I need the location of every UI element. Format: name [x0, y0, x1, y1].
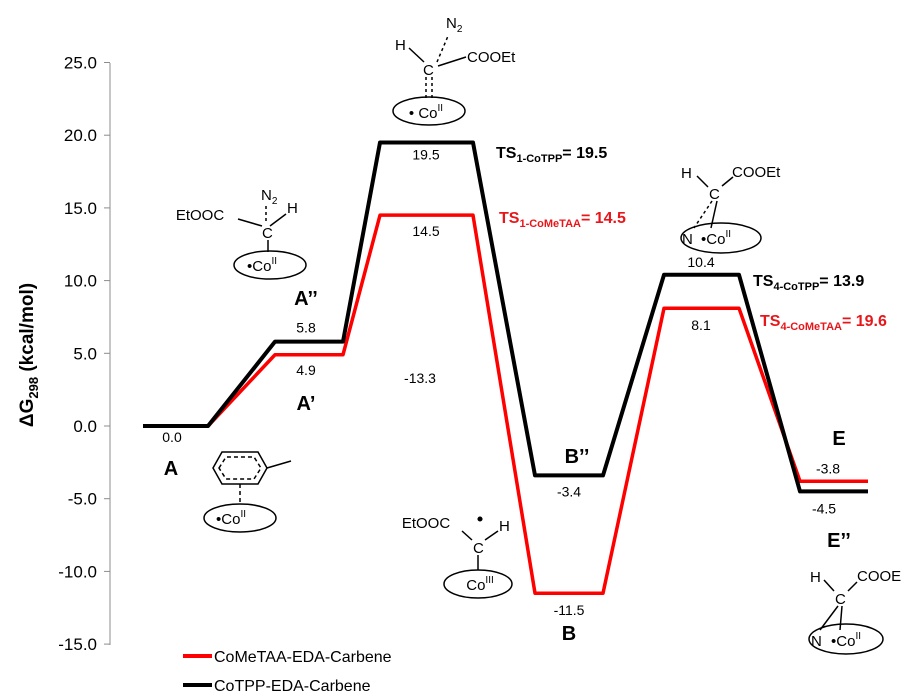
structure-b-ester: EtOOC	[402, 515, 451, 532]
series-line-0	[143, 213, 868, 595]
y-tick-label: 25.0	[64, 54, 97, 73]
structure-b	[443, 516, 513, 599]
structure-a	[203, 451, 292, 533]
structure-ts1	[392, 35, 467, 126]
y-tick-label: 10.0	[64, 272, 97, 291]
structure-ts1-n2: N2	[446, 15, 463, 35]
state-label-e: E	[832, 428, 845, 450]
structure-e-h: H	[810, 569, 821, 586]
value-label-s0-4: 8.1	[691, 317, 711, 333]
y-axis: 25.0 20.0 15.0 10.0 5.0 0.0 -5.0 -10.0 -15.0	[58, 54, 111, 654]
value-label-s0-2: 14.5	[412, 223, 439, 239]
structure-b-co: CoIII	[466, 575, 494, 594]
y-tick-label: -10.0	[58, 562, 97, 581]
structure-e-n: N	[811, 633, 822, 650]
series-line-1	[143, 140, 868, 494]
legend-label-cometaa: CoMeTAA-EDA-Carbene	[214, 649, 392, 666]
structure-ts4-c: C	[709, 186, 720, 203]
y-tick-label: 5.0	[73, 344, 97, 363]
y-tick-label: 20.0	[64, 126, 97, 145]
state-label-b-dprime: B’’	[565, 446, 590, 468]
structure-ts1-h: H	[395, 37, 406, 54]
ts1-cotpp-label: TS1-CoTPP= 19.5	[496, 145, 607, 165]
y-tick-label: 0.0	[73, 417, 97, 436]
structure-b-c: C	[473, 540, 484, 557]
state-label-a-dprime: A’’	[294, 288, 318, 310]
structure-ts1-co: • CoII	[409, 103, 443, 122]
value-label-b-extra: -13.3	[404, 370, 436, 386]
value-labels: 4.9 14.5 -11.5 8.1 -3.8 0.0 5.8 19.5 -3.4 10.4 -4.…	[162, 146, 840, 618]
structure-a-co: •CoII	[216, 509, 246, 528]
value-label-s1-2: 19.5	[412, 146, 439, 162]
value-label-s1-3: -3.4	[557, 483, 581, 499]
structure-aprime-n2: N2	[261, 187, 278, 207]
structure-e	[808, 579, 884, 655]
value-label-s1-1: 5.8	[296, 320, 316, 336]
structure-ts4-n: N	[682, 231, 693, 248]
structure-aprime-ester: EtOOC	[176, 207, 225, 224]
value-label-s0-1: 4.9	[296, 362, 316, 378]
y-tick-label: -15.0	[58, 635, 97, 654]
structure-aprime	[233, 206, 307, 280]
state-label-a-prime: A’	[297, 393, 316, 415]
structure-aprime-h: H	[287, 200, 298, 217]
structure-ts1-ester: COOEt	[467, 49, 516, 66]
series-layer	[143, 140, 868, 595]
value-label-s1-5: -4.5	[812, 500, 836, 516]
structure-ts4	[680, 175, 762, 254]
y-tick-label: -5.0	[68, 490, 97, 509]
structure-ts4-h: H	[681, 165, 692, 182]
structure-ts4-co: •CoII	[701, 229, 731, 248]
structure-e-ester: COOE	[857, 568, 901, 585]
structure-e-c: C	[835, 591, 846, 608]
legend-label-cotpp: CoTPP-EDA-Carbene	[214, 678, 371, 695]
value-label-s0-5: -3.8	[816, 460, 840, 476]
state-label-a: A	[164, 458, 178, 480]
value-label-s1-0: 0.0	[162, 429, 182, 445]
structure-ts1-c: C	[423, 62, 434, 79]
ts4-cometaa-label: TS4-CoMeTAA= 19.6	[760, 313, 887, 333]
ts4-cotpp-label: TS4-CoTPP= 13.9	[753, 273, 864, 293]
y-tick-label: 15.0	[64, 199, 97, 218]
structure-b-h: H	[499, 518, 510, 535]
value-label-s1-4: 10.4	[687, 254, 714, 270]
legend: CoMeTAA-EDA-Carbene CoTPP-EDA-Carbene	[183, 649, 392, 695]
value-label-s0-3: -11.5	[554, 602, 585, 618]
state-label-b: B	[562, 623, 576, 645]
structure-aprime-co: •CoII	[247, 256, 277, 275]
structure-aprime-c: C	[262, 225, 273, 242]
state-label-e-dprime: E’’	[827, 530, 851, 552]
structure-ts4-ester: COOEt	[732, 164, 781, 181]
ts1-cometaa-label: TS1-CoMeTAA= 14.5	[499, 210, 626, 230]
structure-e-co: •CoII	[831, 631, 861, 650]
y-axis-label: ΔG298 (kcal/mol)	[17, 283, 41, 427]
